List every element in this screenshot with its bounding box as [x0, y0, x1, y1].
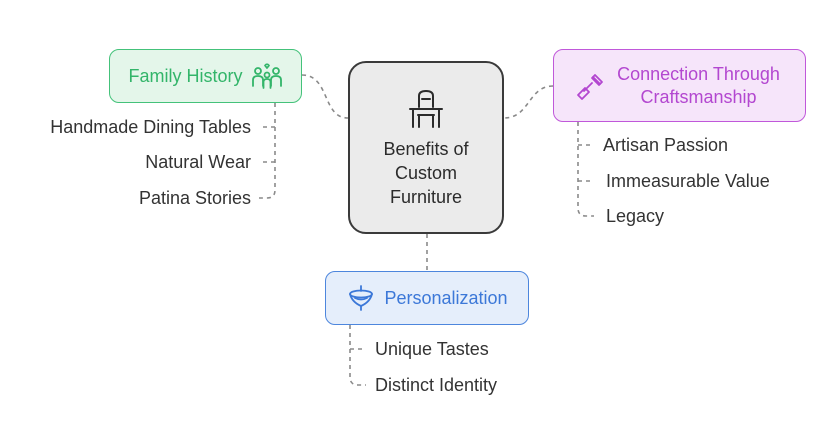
- family-item-handmade-dining-tables: Handmade Dining Tables: [50, 117, 251, 137]
- craftsmanship-node: Connection Through Craftsmanship: [553, 49, 806, 122]
- personal-item-distinct-identity: Distinct Identity: [375, 375, 498, 395]
- connector-family-trunk: [259, 103, 276, 199]
- connector-craft-center: [503, 85, 554, 119]
- craft-item-artisan-passion: Artisan Passion: [603, 135, 729, 155]
- personalization-node: Personalization: [325, 271, 529, 325]
- family-item-patina-stories: Patina Stories: [138, 188, 251, 208]
- craft-item-legacy: Legacy: [606, 206, 665, 226]
- spinning-top-icon: [346, 283, 376, 313]
- center-label: Benefits of Custom Furniture: [383, 138, 469, 207]
- family-icon: [251, 62, 283, 90]
- connector-personal-trunk: [349, 325, 366, 386]
- chisel-icon: [576, 71, 606, 101]
- personal-item-unique-tastes: Unique Tastes: [375, 339, 489, 359]
- connector-craft-trunk: [577, 122, 594, 217]
- center-node: Benefits of Custom Furniture: [348, 61, 504, 234]
- chair-table-icon: [408, 87, 444, 129]
- craft-item-immeasurable-value: Immeasurable Value: [606, 171, 770, 191]
- family-history-label: Family History: [128, 65, 243, 86]
- personalization-label: Personalization: [384, 287, 508, 308]
- family-history-node: Family History: [109, 49, 302, 103]
- connector-family-center: [301, 74, 349, 119]
- family-item-natural-wear: Natural Wear: [145, 152, 251, 172]
- craftsmanship-label: Connection Through Craftsmanship: [617, 63, 780, 107]
